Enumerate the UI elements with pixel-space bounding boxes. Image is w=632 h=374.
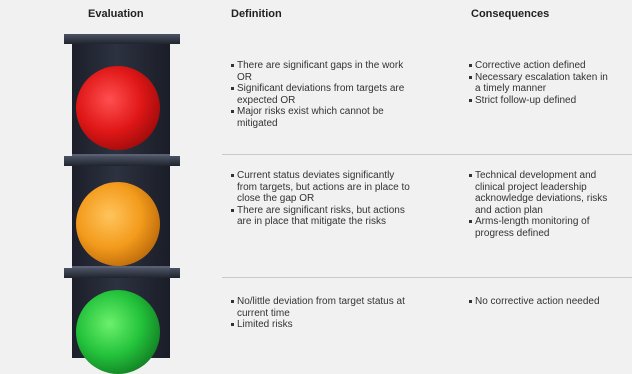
- definition-header: Definition: [231, 8, 282, 20]
- list-item: No/little deviation from target status a…: [231, 296, 411, 319]
- lamp-hood: [64, 268, 180, 278]
- definition-red: There are significant gaps in the work O…: [231, 60, 411, 130]
- list-item: There are significant gaps in the work O…: [231, 60, 411, 83]
- consequences-header: Consequences: [471, 8, 550, 20]
- list-item: Limited risks: [231, 319, 411, 331]
- list-item: There are significant risks, but actions…: [231, 205, 411, 228]
- traffic-light: [62, 34, 180, 374]
- list-item: No corrective action needed: [469, 296, 632, 308]
- housing-divider: [72, 266, 170, 268]
- lamp-hood: [64, 34, 180, 44]
- list-item: Current status deviates significantly fr…: [231, 170, 411, 205]
- lamp-hood: [64, 156, 180, 166]
- red-light-icon: [76, 66, 160, 150]
- green-light-icon: [76, 290, 160, 374]
- list-item: Significant deviations from targets are …: [231, 83, 411, 106]
- consequences-red: Corrective action defined Necessary esca…: [469, 60, 632, 106]
- amber-light-icon: [76, 182, 160, 266]
- list-item: Major risks exist which cannot be mitiga…: [231, 106, 411, 129]
- list-item: Corrective action defined: [469, 60, 632, 72]
- consequences-amber: Technical development and clinical proje…: [469, 170, 632, 240]
- list-item: Arms-length monitoring of progress defin…: [469, 216, 632, 239]
- row-divider: [222, 154, 632, 155]
- list-item: Technical development and clinical proje…: [469, 170, 632, 216]
- definition-amber: Current status deviates significantly fr…: [231, 170, 411, 228]
- list-item: Strict follow-up defined: [469, 95, 632, 107]
- consequences-green: No corrective action needed: [469, 296, 632, 308]
- evaluation-header: Evaluation: [88, 8, 144, 20]
- list-item: Necessary escalation taken in a timely m…: [469, 72, 632, 95]
- housing-divider: [72, 154, 170, 156]
- row-divider: [222, 277, 632, 278]
- definition-green: No/little deviation from target status a…: [231, 296, 411, 331]
